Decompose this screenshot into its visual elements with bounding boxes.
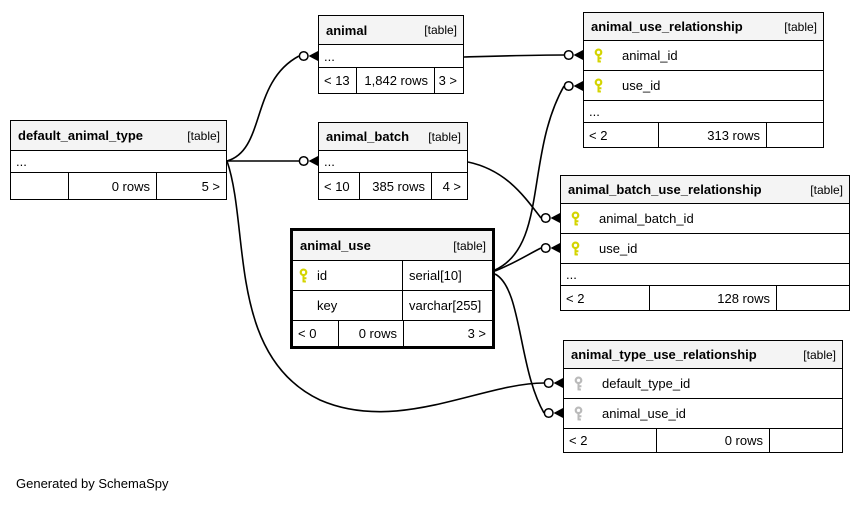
column-row-animal_id[interactable]: animal_id xyxy=(584,41,823,71)
table-type-label: [table] xyxy=(187,128,220,143)
column-name: animal_batch_id xyxy=(599,211,694,226)
column-name: use_id xyxy=(599,241,638,256)
footer-children-count: < 2 xyxy=(566,290,585,306)
footer-parents-count: 5 > xyxy=(156,173,226,199)
footer-row-count: 385 rows xyxy=(359,173,431,199)
footer-parents-count: 3 > xyxy=(403,321,492,346)
elided-columns-row: ... xyxy=(319,45,463,68)
table-name: animal xyxy=(326,22,368,38)
column-name: key xyxy=(317,298,338,313)
footer-row-count: 128 rows xyxy=(649,286,776,310)
generated-by-note: Generated by SchemaSpy xyxy=(16,476,169,491)
column-row-animal_use_id[interactable]: animal_use_id xyxy=(564,399,842,429)
table-default_animal_type[interactable]: default_animal_type [table] ... 0 rows 5… xyxy=(10,120,227,200)
table-animal_batch[interactable]: animal_batch [table] ... < 10 385 rows 4… xyxy=(318,122,468,200)
primary-key-icon xyxy=(594,47,603,63)
fk-endpoint-abur-use-id xyxy=(540,242,560,254)
footer-children-count: < 2 xyxy=(589,127,608,143)
footer-parents-count xyxy=(769,429,842,452)
footer-row-count: 313 rows xyxy=(658,123,766,147)
footer-children-count xyxy=(11,173,68,199)
fk-endpoint-atur-animal-use-id xyxy=(543,407,563,419)
table-footer: 0 rows 5 > xyxy=(11,173,226,199)
fk-endpoint-aur-animal-id xyxy=(563,49,583,61)
footer-children-count: < 13 xyxy=(324,73,350,88)
column-row-default_type_id[interactable]: default_type_id xyxy=(564,369,842,399)
column-name: animal_id xyxy=(622,48,678,63)
table-footer: < 10 385 rows 4 > xyxy=(319,173,467,199)
table-animal_use[interactable]: animal_use [table] id serial[10] key var… xyxy=(290,228,495,349)
column-row-use_id[interactable]: use_id xyxy=(584,71,823,101)
footer-children-count: < 2 xyxy=(569,433,588,448)
fk-endpoint-animal xyxy=(298,50,318,62)
table-header[interactable]: animal_batch_use_relationship [table] xyxy=(561,176,849,204)
table-header[interactable]: animal_use [table] xyxy=(293,231,492,261)
column-name: default_type_id xyxy=(602,376,691,391)
table-name: animal_use xyxy=(300,238,371,253)
footer-parents-count xyxy=(766,123,823,147)
table-type-label: [table] xyxy=(453,238,486,253)
table-animal[interactable]: animal [table] ... < 13 1,842 rows 3 > xyxy=(318,15,464,94)
table-animal_batch_use_relationship[interactable]: animal_batch_use_relationship [table] an… xyxy=(560,175,850,311)
footer-row-count: 1,842 rows xyxy=(356,68,434,93)
table-type-label: [table] xyxy=(810,182,843,197)
fk-endpoint-aur-use-id xyxy=(563,80,583,92)
table-footer: < 0 0 rows 3 > xyxy=(293,321,492,346)
primary-key-icon xyxy=(594,77,603,93)
column-row-key[interactable]: key varchar[255] xyxy=(293,291,492,321)
table-name: animal_batch xyxy=(326,129,410,144)
table-header[interactable]: animal_type_use_relationship [table] xyxy=(564,341,842,369)
fk-endpoint-abur-animal-batch-id xyxy=(540,212,560,224)
fk-endpoint-atur-default-type-id xyxy=(543,377,563,389)
table-type-label: [table] xyxy=(803,347,836,362)
table-type-label: [table] xyxy=(424,23,457,37)
primary-key-icon xyxy=(571,240,580,256)
table-header[interactable]: animal [table] xyxy=(319,16,463,45)
table-name: animal_use_relationship xyxy=(591,19,743,34)
table-type-label: [table] xyxy=(784,19,817,34)
column-row-id[interactable]: id serial[10] xyxy=(293,261,492,291)
footer-children-count: < 10 xyxy=(324,178,350,194)
column-name: use_id xyxy=(622,78,661,93)
footer-parents-count: 3 > xyxy=(434,68,463,93)
elided-columns-row: ... xyxy=(584,101,823,123)
table-animal_use_relationship[interactable]: animal_use_relationship [table] animal_i… xyxy=(583,12,824,148)
elided-columns-row: ... xyxy=(11,151,226,173)
table-name: default_animal_type xyxy=(18,128,143,143)
footer-row-count: 0 rows xyxy=(338,321,403,346)
table-name: animal_batch_use_relationship xyxy=(568,182,762,197)
table-footer: < 2 128 rows xyxy=(561,286,849,310)
column-type: serial[10] xyxy=(409,268,462,283)
table-animal_type_use_relationship[interactable]: animal_type_use_relationship [table] def… xyxy=(563,340,843,453)
table-header[interactable]: default_animal_type [table] xyxy=(11,121,226,151)
column-row-animal_batch_id[interactable]: animal_batch_id xyxy=(561,204,849,234)
foreign-key-icon xyxy=(574,375,583,391)
elided-columns-row: ... xyxy=(319,151,467,173)
footer-row-count: 0 rows xyxy=(68,173,156,199)
table-type-label: [table] xyxy=(428,129,461,144)
primary-key-icon xyxy=(299,267,308,283)
table-footer: < 2 0 rows xyxy=(564,429,842,452)
table-name: animal_type_use_relationship xyxy=(571,347,757,362)
footer-children-count: < 0 xyxy=(298,326,317,341)
footer-parents-count: 4 > xyxy=(431,173,467,199)
footer-row-count: 0 rows xyxy=(656,429,769,452)
column-name: animal_use_id xyxy=(602,406,686,421)
table-footer: < 2 313 rows xyxy=(584,123,823,147)
column-name: id xyxy=(317,268,328,283)
footer-parents-count xyxy=(776,286,849,310)
column-type: varchar[255] xyxy=(409,298,482,313)
primary-key-icon xyxy=(571,210,580,226)
fk-endpoint-animal-batch xyxy=(298,155,318,167)
foreign-key-icon xyxy=(574,405,583,421)
table-header[interactable]: animal_use_relationship [table] xyxy=(584,13,823,41)
table-footer: < 13 1,842 rows 3 > xyxy=(319,68,463,93)
column-row-use_id[interactable]: use_id xyxy=(561,234,849,264)
elided-columns-row: ... xyxy=(561,264,849,286)
table-header[interactable]: animal_batch [table] xyxy=(319,123,467,151)
